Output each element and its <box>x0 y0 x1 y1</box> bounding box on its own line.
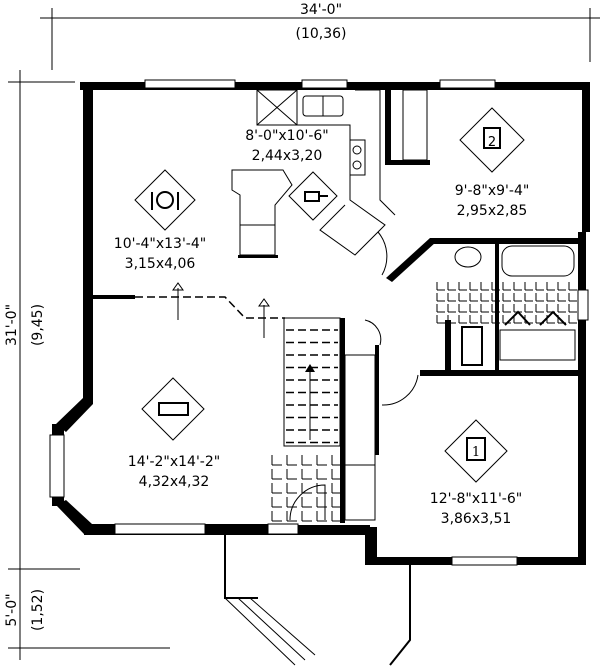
interior-walls <box>93 89 580 523</box>
level-arrows <box>172 282 270 338</box>
entry-door[interactable] <box>289 484 326 521</box>
dining-icon-group <box>134 169 196 231</box>
bathroom-fixtures <box>454 245 576 366</box>
windows <box>49 79 589 566</box>
dining-size-metric: 3,15x4,06 <box>125 256 196 272</box>
bedroom1-badge: 1 <box>472 445 480 460</box>
living-size-imperial: 14'-2"x14'-2" <box>128 454 220 470</box>
plate-cutlery-icon <box>156 191 174 209</box>
bed-icon <box>466 437 486 461</box>
cooking-pot-icon <box>304 191 320 202</box>
doors[interactable] <box>364 231 419 406</box>
kitchen-island <box>231 169 293 258</box>
bedroom2-size-imperial: 9'-8"x9'-4" <box>455 183 530 199</box>
width-metric: (10,36) <box>295 26 346 42</box>
foyer-tiles <box>271 455 342 522</box>
dining-size-imperial: 10'-4"x13'-4" <box>114 236 206 252</box>
bedroom2-badge: 2 <box>488 135 496 150</box>
porch-metric: (1,52) <box>30 589 46 631</box>
kitchen-size-metric: 2,44x3,20 <box>252 148 323 164</box>
stair-treads <box>286 329 338 444</box>
kitchen-icon-group <box>288 171 338 221</box>
sofa-icon <box>158 402 189 416</box>
bedroom1-size-metric: 3,86x3,51 <box>441 511 512 527</box>
bedroom2-size-metric: 2,95x2,85 <box>457 203 528 219</box>
bed-icon <box>483 127 501 149</box>
dimension-lines <box>8 8 600 660</box>
kitchen-size-imperial: 8'-0"x10'-6" <box>245 128 329 144</box>
depth-metric: (9,45) <box>30 304 46 346</box>
bedroom2-icon-group: 2 <box>459 107 525 173</box>
bathroom-tiles <box>436 282 577 324</box>
living-size-metric: 4,32x4,32 <box>139 474 210 490</box>
front-porch <box>224 535 411 666</box>
living-icon-group <box>141 377 205 441</box>
staircase <box>283 317 341 447</box>
depth-imperial: 31'-0" <box>4 304 20 346</box>
porch-imperial: 5'-0" <box>4 593 20 626</box>
width-imperial: 34'-0" <box>300 2 342 18</box>
bedroom1-icon-group: 1 <box>444 419 508 483</box>
kitchen-counters <box>256 89 396 256</box>
bedroom1-size-imperial: 12'-8"x11'-6" <box>430 491 522 507</box>
